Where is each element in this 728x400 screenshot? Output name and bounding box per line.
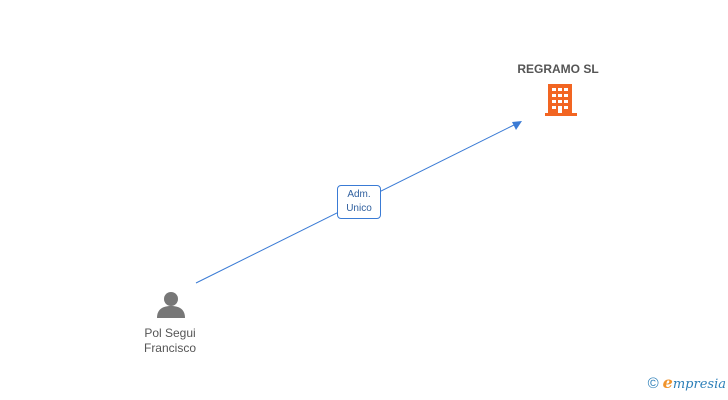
person-name-line1: Pol Segui [144, 326, 196, 340]
company-name[interactable]: REGRAMO SL [517, 62, 599, 76]
person-icon[interactable] [157, 292, 185, 318]
empresia-watermark: © empresia [648, 374, 726, 394]
relation-label-line2: Unico [346, 203, 372, 214]
person-name[interactable]: Pol Segui Francisco [118, 326, 222, 356]
building-icon[interactable] [545, 84, 577, 116]
arrowhead-icon [512, 121, 522, 130]
brand-logo: empresia [663, 374, 726, 394]
brand-logo-rest: mpresia [672, 377, 726, 392]
relation-label[interactable]: Adm. Unico [337, 185, 381, 219]
copyright-icon: © [647, 375, 659, 392]
relation-label-line1: Adm. [347, 189, 371, 200]
brand-logo-initial: e [662, 373, 673, 392]
person-name-line2: Francisco [143, 341, 196, 355]
